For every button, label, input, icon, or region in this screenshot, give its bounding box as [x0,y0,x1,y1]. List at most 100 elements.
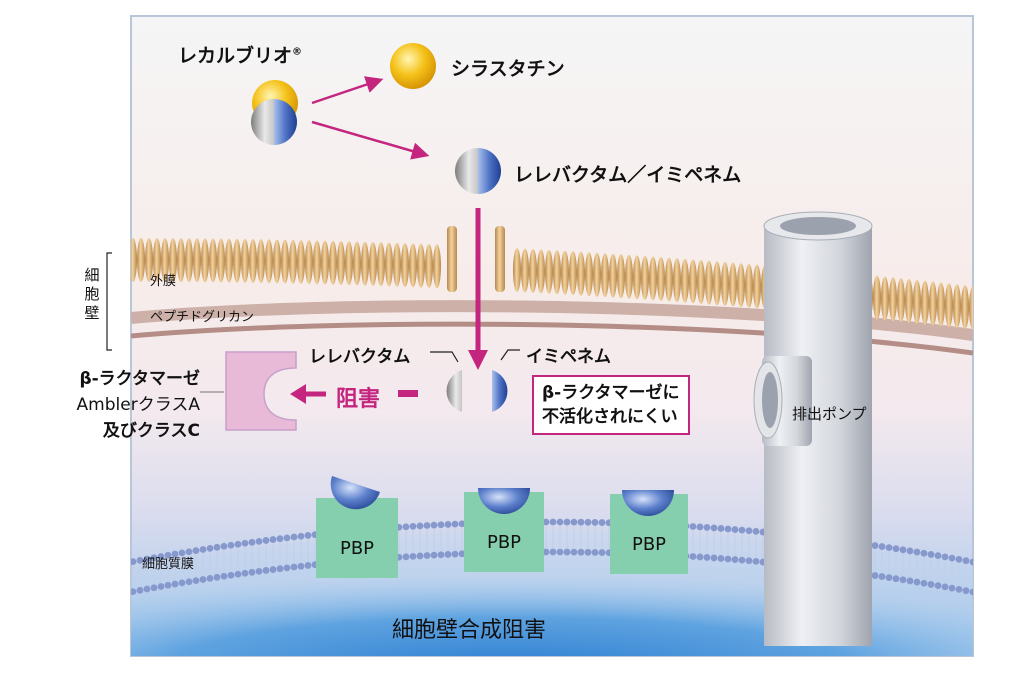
lipid [585,252,593,297]
lipid [633,255,641,300]
lipid [513,248,521,293]
lipid-head [437,521,445,529]
lipid-head [136,556,144,564]
lipid-head [542,548,550,556]
lipid-head [150,554,158,562]
lipid-head [164,551,172,559]
lipid [289,239,297,284]
lipid-head [192,547,200,555]
inhibition-label: 阻害 [336,387,381,412]
lipid [705,260,713,305]
lipid [241,238,249,283]
lipid-head [248,538,256,546]
lipid [913,279,921,324]
lipid-head [262,537,270,544]
lipid [401,243,409,288]
lipid-head [969,588,973,596]
lipid [937,282,945,327]
pbp-label-1: PBP [339,538,375,559]
lipid-head [227,571,235,579]
lipid-head [941,553,949,561]
lipid [673,258,681,303]
lipid [945,283,953,328]
peptidoglycan-label: ペプチドグリカン [150,310,255,325]
lipid [737,263,745,308]
cytoplasmic-membrane-label: 細胞質膜 [142,557,195,572]
lipid-head [416,522,424,530]
lipid [921,280,929,325]
drug-name: レカルブリオ® [178,45,303,67]
lipid [521,248,529,293]
lipid-head [185,548,193,556]
lipid-head [598,519,606,526]
lipid-head [290,533,298,541]
lipid-head [577,518,585,526]
lipid-head [227,541,235,549]
lipid [281,239,289,284]
lipid-head [899,546,907,554]
lipid-head [871,542,879,549]
lipid-head [745,557,753,565]
lipid-head [885,574,893,582]
lipid [265,239,273,284]
lipid-head [199,576,207,583]
efflux-pump [753,211,873,646]
lipid-head [913,548,921,556]
lipid-head [717,525,725,532]
lipid [273,239,281,284]
lipid-head [885,544,893,552]
lipid [137,238,145,283]
lipid [665,257,673,302]
lipid [425,244,433,289]
pbp-label-3: PBP [631,534,667,555]
lipid [569,251,577,296]
lipid-head [171,580,179,588]
lipid-head [262,567,270,574]
lipid-head [444,521,452,528]
imipenem-half [492,370,508,412]
pbp-2 [464,488,544,572]
lipid-head [703,554,711,561]
lipid-head [458,520,466,528]
lipid-head [276,565,284,573]
lipid-head [556,548,564,556]
lipid-head [871,572,879,579]
lipid-head [199,546,207,553]
lipid [417,243,425,288]
lipid-head [591,519,599,526]
relebactam-imipenem-label: レレバクタム／イミペネム [514,164,742,186]
lipid [545,249,553,294]
lipid [185,238,193,283]
cilastatin-ball [390,43,436,89]
lipid-head [717,555,725,562]
lipid-head [549,518,557,526]
lipid-head [703,524,711,531]
lipid-head [591,549,599,556]
relebactam-imipenem-ball [455,148,501,194]
lipid-head [185,578,193,586]
lipid-head [241,539,249,547]
lipid [729,262,737,307]
lipid [961,285,969,330]
lipid-head [934,552,942,560]
lipid-head [430,551,438,559]
cell-wall-label: 細胞壁 [84,266,100,322]
lipid-head [955,555,963,563]
lipid-head [213,543,221,551]
lipid [641,255,649,300]
lipid-head [157,553,165,560]
lipid-head [206,574,214,582]
lipid-head [283,564,291,572]
lipid-head [241,569,249,577]
lipid [905,278,913,323]
lipid [305,240,313,285]
lipid-head [164,581,172,589]
lipid [297,239,305,284]
lipid-head [451,550,459,558]
lipid-head [724,555,732,563]
lipid-head [710,554,718,562]
lipid-head [304,532,312,539]
lipid-head [878,573,886,580]
lipid-head [178,579,186,587]
lipid [649,256,657,301]
